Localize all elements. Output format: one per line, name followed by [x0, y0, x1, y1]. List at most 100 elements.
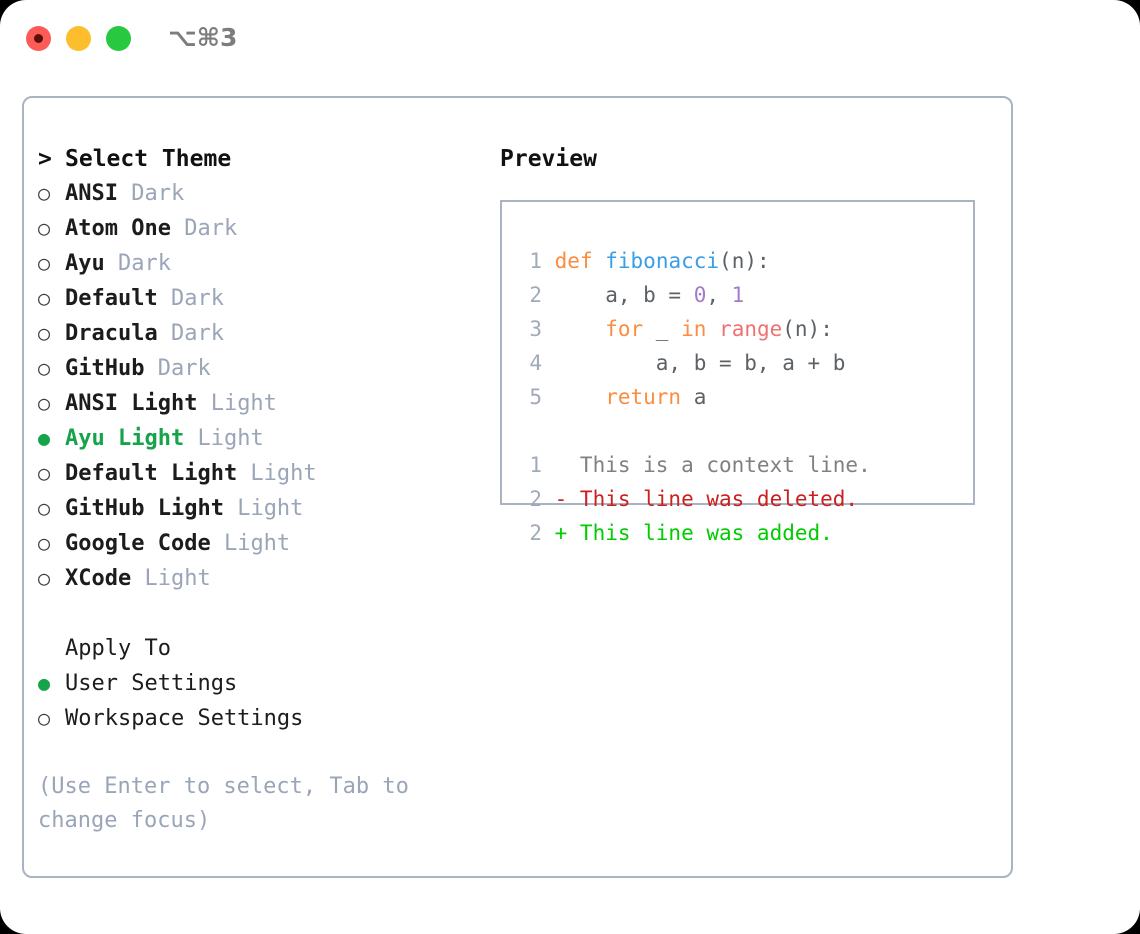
theme-option-variant: Dark — [170, 216, 238, 241]
apply-to-heading: Apply To — [38, 632, 468, 666]
line-number: 4 — [529, 351, 542, 375]
theme-option-name: ANSI — [65, 181, 118, 206]
theme-option-variant: Dark — [157, 286, 224, 311]
code-token — [593, 249, 606, 273]
theme-option[interactable]: ○ ANSI Dark — [38, 176, 468, 211]
radio-selected-icon: ● — [38, 426, 51, 450]
radio-unselected-icon: ○ — [38, 216, 51, 240]
code-token: , — [706, 283, 732, 307]
theme-option-variant: Light — [184, 426, 264, 451]
theme-option-name: GitHub — [65, 356, 145, 381]
select-theme-heading-label: Select Theme — [65, 146, 232, 172]
theme-option-variant: Dark — [157, 321, 224, 346]
code-token: for — [605, 317, 644, 341]
code-token: return — [605, 385, 682, 409]
code-token: a — [681, 385, 707, 409]
theme-option[interactable]: ○ Atom One Dark — [38, 211, 468, 246]
radio-unselected-icon: ○ — [38, 706, 51, 730]
diff-line: 1 This is a context line. — [516, 448, 973, 482]
diff-line-text: This is a context line. — [542, 453, 871, 477]
diff-line-text: + This line was added. — [542, 521, 833, 545]
radio-unselected-icon: ○ — [38, 181, 51, 205]
theme-option[interactable]: ○ Default Dark — [38, 281, 468, 316]
code-line: 3 for _ in range(n): — [516, 312, 973, 346]
code-token: def — [554, 249, 593, 273]
theme-selection-column: >Select Theme ○ANSI Dark○Atom One Dark○A… — [38, 142, 468, 838]
code-token — [542, 249, 555, 273]
code-token: (n): — [782, 317, 833, 341]
radio-unselected-icon: ○ — [38, 286, 51, 310]
code-diff-spacer — [516, 414, 973, 448]
radio-unselected-icon: ○ — [38, 531, 51, 555]
caret-icon: > — [38, 146, 52, 172]
theme-option[interactable]: ○ Dracula Dark — [38, 316, 468, 351]
apply-to-list[interactable]: ●User Settings ○ Workspace Settings — [38, 666, 468, 736]
theme-option-name: Ayu Light — [65, 426, 185, 451]
code-token: in — [681, 317, 707, 341]
theme-option-name: Default — [65, 286, 158, 311]
radio-selected-icon: ● — [38, 671, 51, 695]
theme-option-name: GitHub Light — [65, 496, 224, 521]
theme-option-variant: Light — [210, 531, 291, 556]
radio-unselected-icon: ○ — [38, 356, 51, 380]
theme-list[interactable]: ○ANSI Dark○Atom One Dark○Ayu Dark○Defaul… — [38, 176, 468, 596]
code-token — [706, 317, 719, 341]
line-number: 2 — [529, 487, 542, 511]
diff-line: 2 + This line was added. — [516, 516, 973, 550]
radio-unselected-icon: ○ — [38, 461, 51, 485]
code-line: 1 def fibonacci(n): — [516, 244, 973, 278]
theme-option-variant: Dark — [117, 181, 185, 206]
radio-unselected-icon: ○ — [38, 321, 51, 345]
theme-option[interactable]: ○ GitHub Dark — [38, 351, 468, 386]
code-token: _ — [643, 317, 682, 341]
keyboard-hint: (Use Enter to select, Tab to change focu… — [38, 774, 409, 833]
theme-option-variant: Dark — [144, 356, 211, 381]
title-bar: ⌥⌘3 — [0, 0, 1140, 78]
minimize-button[interactable] — [66, 26, 91, 51]
theme-option[interactable]: ○GitHub Light Light — [38, 491, 468, 526]
theme-option-variant: Light — [197, 391, 277, 416]
close-button[interactable] — [26, 26, 51, 51]
line-number: 5 — [529, 385, 542, 409]
apply-to-heading-label: Apply To — [65, 636, 171, 661]
theme-option[interactable]: ○ANSI Light Light — [38, 386, 468, 421]
theme-option[interactable]: ● Ayu Light Light — [38, 421, 468, 456]
code-token: a, b = b, a + b — [542, 351, 846, 375]
diff-line-text: - This line was deleted. — [542, 487, 859, 511]
code-token: range — [719, 317, 783, 341]
select-theme-heading: > Select Theme — [38, 142, 468, 176]
theme-option-name: Default Light — [65, 461, 238, 486]
preview-column: Preview 1 def fibonacci(n):2 a, b = 0, 1… — [500, 142, 1000, 545]
theme-option-name: XCode — [65, 566, 132, 591]
code-line: 2 a, b = 0, 1 — [516, 278, 973, 312]
theme-option-name: Ayu — [65, 251, 105, 276]
line-number: 2 — [529, 521, 542, 545]
diff-sample: 1 This is a context line. 2 - This line w… — [516, 448, 973, 550]
code-line: 5 return a — [516, 380, 973, 414]
theme-option-name: Atom One — [65, 216, 171, 241]
theme-option-variant: Light — [223, 496, 304, 521]
code-token — [542, 385, 605, 409]
line-number: 1 — [529, 249, 542, 273]
code-token: (n): — [719, 249, 770, 273]
preview-heading: Preview — [500, 146, 597, 172]
theme-option[interactable]: ○Default Light Light — [38, 456, 468, 491]
radio-unselected-icon: ○ — [38, 391, 51, 415]
apply-to-option[interactable]: ○ Workspace Settings — [38, 701, 468, 736]
theme-option[interactable]: ○ Google Code Light — [38, 526, 468, 561]
code-token: 1 — [731, 283, 745, 307]
apply-to-option[interactable]: ●User Settings — [38, 666, 468, 701]
theme-option-name: Dracula — [65, 321, 158, 346]
zoom-button[interactable] — [106, 26, 131, 51]
theme-option[interactable]: ○Ayu Dark — [38, 246, 468, 281]
code-token — [542, 317, 605, 341]
code-token: fibonacci — [605, 249, 720, 273]
theme-option[interactable]: ○XCode Light — [38, 561, 468, 596]
theme-picker-panel: >Select Theme ○ANSI Dark○Atom One Dark○A… — [22, 96, 1013, 878]
apply-to-option-label: Workspace Settings — [65, 706, 304, 731]
code-line: 4 a, b = b, a + b — [516, 346, 973, 380]
theme-option-name: Google Code — [65, 531, 211, 556]
